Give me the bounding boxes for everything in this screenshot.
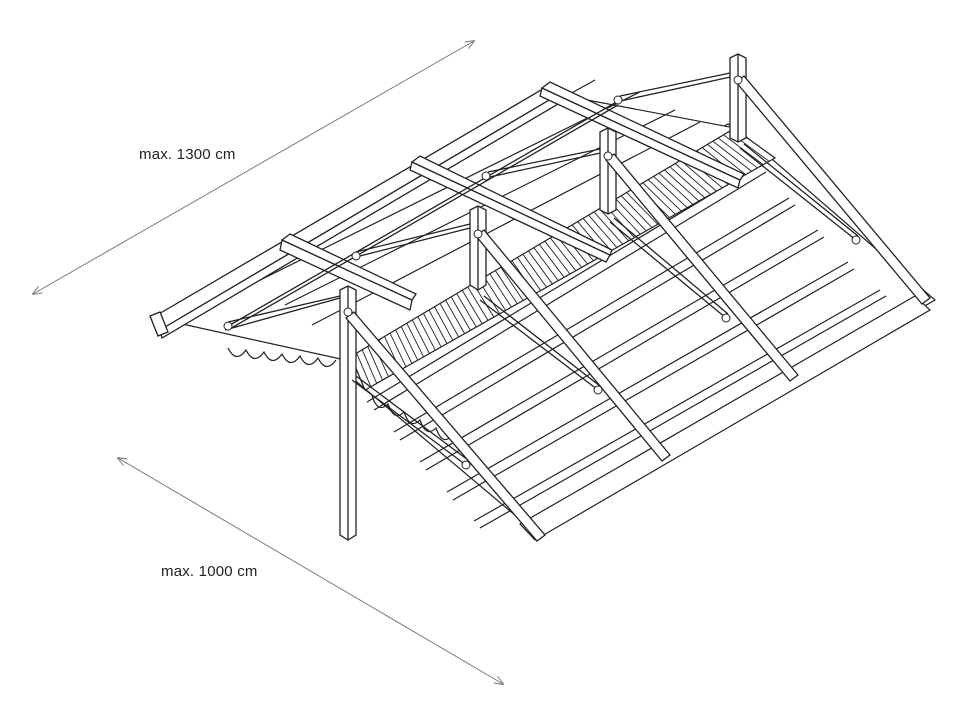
ridge-hatch-line	[705, 135, 752, 172]
joints	[223, 75, 861, 470]
width-dimension-label: max. 1000 cm	[161, 563, 258, 580]
mid-post-2	[599, 127, 617, 215]
front-fabric-panel	[343, 127, 937, 541]
front-left-post	[339, 285, 357, 541]
ridge-hatch-line	[716, 129, 764, 165]
posts	[339, 53, 747, 541]
ridge-hatch-line	[711, 132, 758, 169]
dimension-lines	[33, 41, 503, 684]
mid-post-1	[469, 205, 487, 291]
rear-beams	[149, 71, 745, 340]
width-dimension-line	[118, 458, 503, 684]
front-rafters	[345, 75, 931, 542]
length-dimension-line	[33, 41, 474, 294]
length-dimension-label: max. 1300 cm	[139, 146, 236, 163]
back-post	[729, 53, 747, 143]
